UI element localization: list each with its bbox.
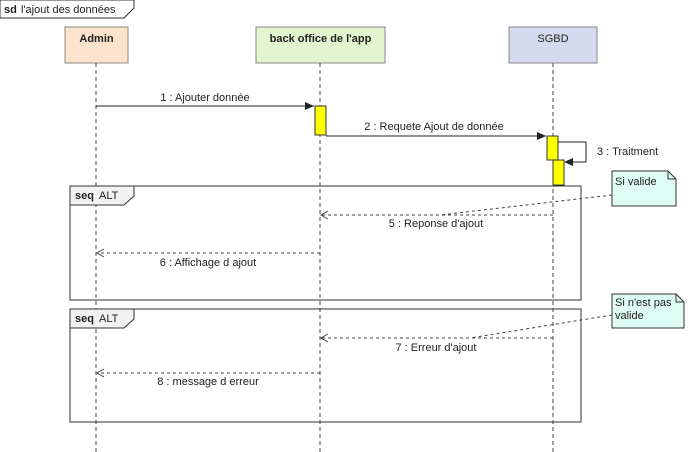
message-1[interactable]: 1 : Ajouter donnée xyxy=(96,92,314,110)
message-2-label: 2 : Requete Ajout de donnée xyxy=(364,121,503,133)
activation-backoffice xyxy=(314,105,327,136)
note-valid: Si valide xyxy=(439,170,677,216)
message-7-label: 7 : Erreur d'ajout xyxy=(396,342,477,354)
fragment-1-label: ALT xyxy=(99,190,119,202)
message-3-label: 3 : Traitment xyxy=(597,146,658,158)
participant-backoffice[interactable]: back office de l'app xyxy=(255,26,386,64)
message-6[interactable]: 6 : Affichage d ajout xyxy=(95,248,320,269)
note-valid-text: Si valide xyxy=(615,176,657,188)
participant-backoffice-label: back office de l'app xyxy=(270,33,372,45)
participant-admin[interactable]: Admin xyxy=(64,26,129,64)
note-invalid: Si n'est pas valide xyxy=(469,293,685,339)
message-8[interactable]: 8 : message d erreur xyxy=(95,368,320,388)
frame-tag: sd l'ajout des données xyxy=(0,0,135,19)
message-2[interactable]: 2 : Requete Ajout de donnée xyxy=(326,121,546,140)
frame-keyword: sd xyxy=(4,4,17,16)
message-5[interactable]: 5 : Reponse d'ajout xyxy=(319,210,553,230)
participant-sgbd-label: SGBD xyxy=(537,33,568,45)
note-invalid-text-line2: valide xyxy=(615,310,644,322)
message-1-label: 1 : Ajouter donnée xyxy=(160,92,249,104)
activation-sgbd-nested xyxy=(552,159,565,186)
alt-fragment-1: seq ALT xyxy=(69,185,582,301)
activation-sgbd xyxy=(546,135,559,161)
frame-title: l'ajout des données xyxy=(21,4,116,16)
participant-sgbd[interactable]: SGBD xyxy=(508,26,598,64)
alt-fragment-2: seq ALT xyxy=(69,308,582,423)
note-invalid-text-line1: Si n'est pas xyxy=(615,297,672,309)
fragment-1-keyword: seq xyxy=(75,190,94,202)
message-8-label: 8 : message d erreur xyxy=(157,376,259,388)
participant-admin-label: Admin xyxy=(79,33,114,45)
fragment-2-label: ALT xyxy=(99,313,119,325)
message-5-label: 5 : Reponse d'ajout xyxy=(389,218,483,230)
message-6-label: 6 : Affichage d ajout xyxy=(160,257,256,269)
fragment-2-keyword: seq xyxy=(75,313,94,325)
message-7[interactable]: 7 : Erreur d'ajout xyxy=(319,333,553,354)
message-3-self-call[interactable]: 3 : Traitment xyxy=(558,141,658,166)
